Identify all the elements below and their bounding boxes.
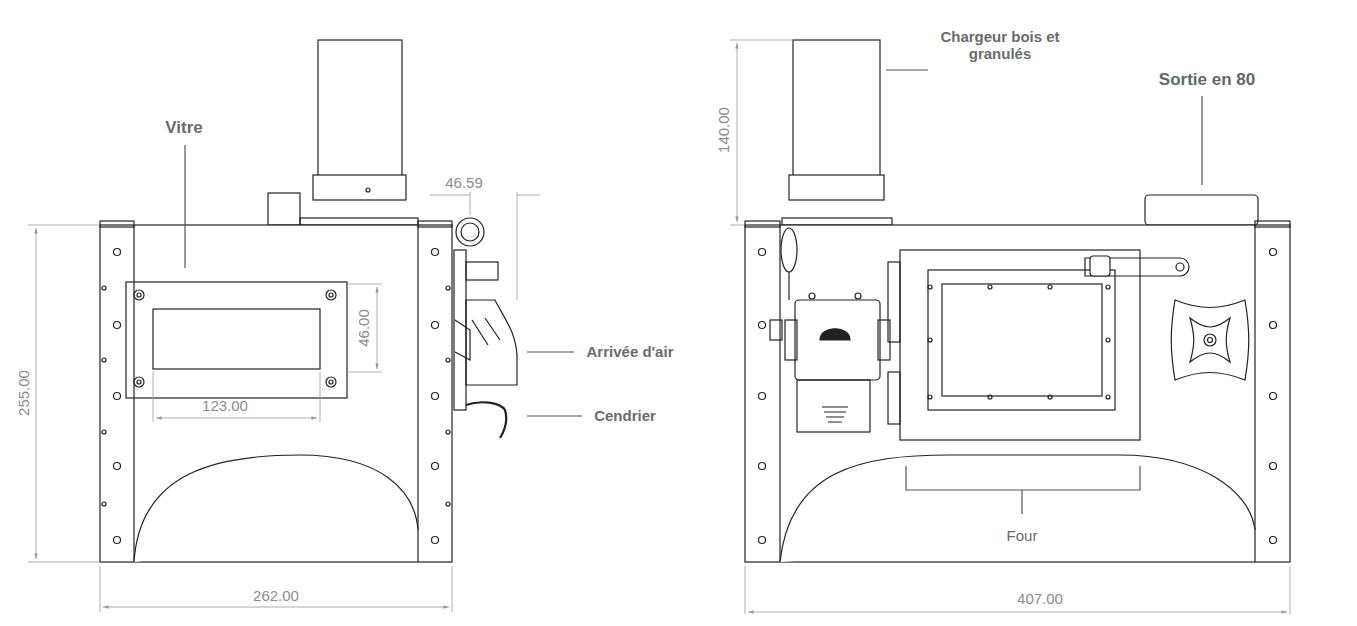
dimension-text: 46.00 — [355, 309, 372, 347]
part-label: Vitre — [165, 118, 203, 138]
part-label: Arrivée d'air — [587, 343, 674, 360]
dimension-text: 407.00 — [1017, 590, 1063, 607]
dimension-text: 46.59 — [445, 174, 483, 191]
part-label: Cendrier — [594, 407, 656, 424]
part-label: Sortie en 80 — [1159, 70, 1255, 90]
part-label: Four — [1007, 527, 1038, 544]
dimension-text: 255.00 — [15, 370, 32, 416]
dimension-text: 262.00 — [253, 587, 299, 604]
dimension-text: 140.00 — [715, 107, 732, 153]
part-label: Chargeur bois et granulés — [930, 28, 1070, 63]
dimension-text: 123.00 — [202, 397, 248, 414]
